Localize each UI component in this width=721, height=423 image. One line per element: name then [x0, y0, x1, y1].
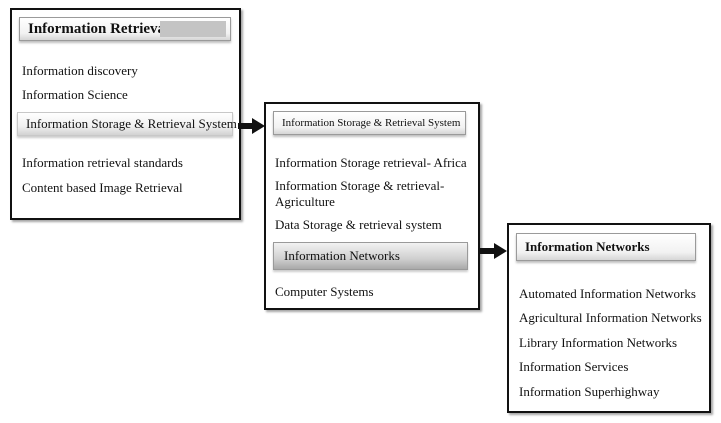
panel-title-text: Information Networks: [525, 239, 650, 254]
list-item: Information discovery: [22, 63, 138, 78]
panel-title: Information Networks: [516, 233, 696, 261]
list-item: Agriculture: [275, 194, 335, 209]
connector-arrow: [238, 118, 265, 134]
connector-arrow: [478, 243, 507, 259]
title-shade: [160, 21, 226, 37]
list-item: Information Superhighway: [519, 384, 660, 399]
list-item: Information Services: [519, 359, 629, 374]
list-item: Information retrieval standards: [22, 155, 183, 170]
panel-title: Information Storage & Retrieval System: [273, 111, 466, 135]
list-item: Automated Information Networks: [519, 286, 696, 301]
list-item: Data Storage & retrieval system: [275, 217, 442, 232]
list-item: Computer Systems: [275, 284, 374, 299]
list-item: Agricultural Information Networks: [519, 310, 702, 325]
list-item: Content based Image Retrieval: [22, 180, 183, 195]
list-item: Information Storage & retrieval-: [275, 178, 445, 193]
panel-storage-retrieval-system: Information Storage & Retrieval System I…: [264, 102, 480, 310]
list-item: Library Information Networks: [519, 335, 678, 350]
list-item-selected: Information Storage & Retrieval System: [17, 112, 237, 136]
panel-title-text: Information Retrieval: [28, 20, 170, 37]
list-item: Information Science: [22, 87, 128, 102]
list-item-selected: Information Networks: [273, 242, 468, 270]
panel-title-text: Information Storage & Retrieval System: [282, 117, 461, 129]
list-item: Information Storage retrieval- Africa: [275, 155, 467, 170]
panel-title: Information Retrieval: [19, 17, 231, 41]
panel-information-networks: Information Networks Automated Informati…: [507, 223, 711, 413]
panel-information-retrieval: Information Retrieval Information discov…: [10, 8, 241, 220]
